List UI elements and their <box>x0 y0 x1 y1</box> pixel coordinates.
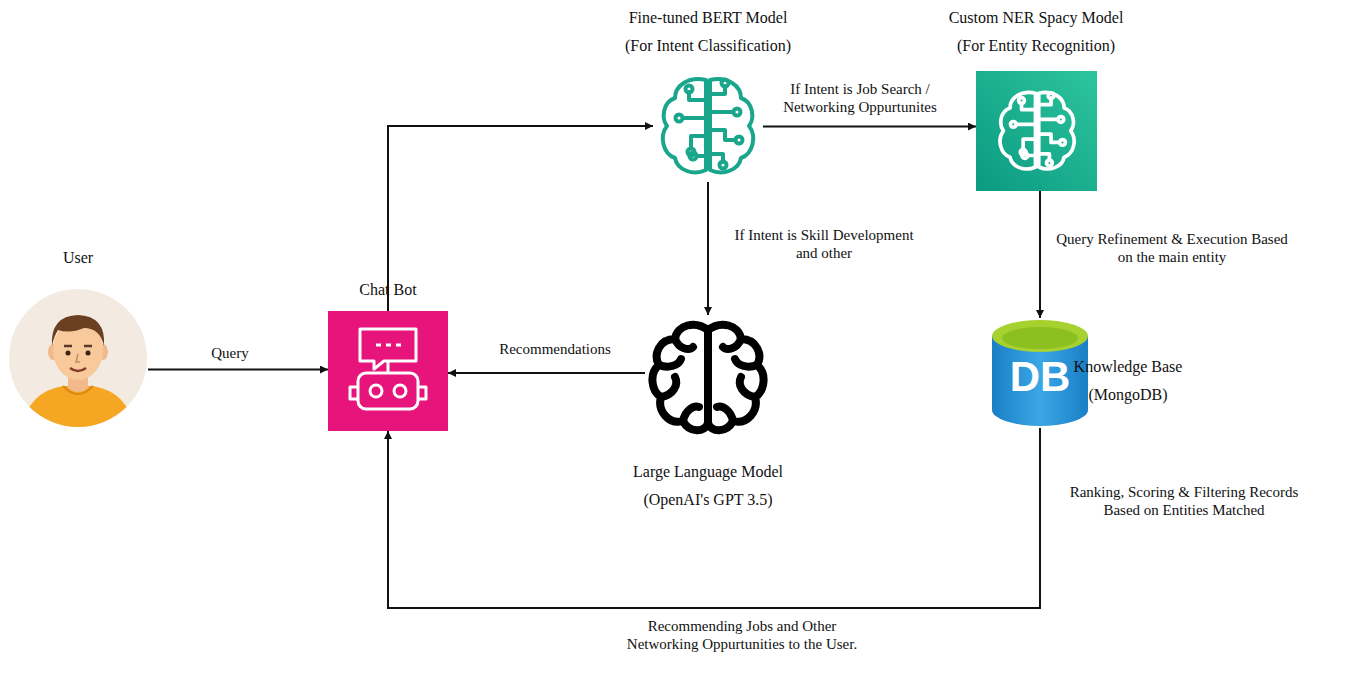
node-label: Chat Bot <box>359 280 416 300</box>
brain-circuit-icon <box>653 70 763 182</box>
flow-arrow <box>1039 191 1041 318</box>
edge-label: Recommendations <box>478 340 632 358</box>
edge-label: If Intent is Job Search / Networking Opp… <box>767 80 953 116</box>
node-label: User <box>63 248 93 268</box>
flow-arrow <box>388 126 653 311</box>
flow-arrow <box>707 182 709 315</box>
edge-label: If Intent is Skill Development and other <box>722 226 926 262</box>
node-heading: Large Language Model <box>633 462 783 482</box>
edge-label: Query <box>188 344 272 362</box>
ner-model-icon <box>976 71 1097 191</box>
db-mark: DB <box>1010 354 1071 400</box>
node-subheading: (MongoDB) <box>1088 385 1167 405</box>
chatbot-icon <box>328 311 448 431</box>
annotation-label: Ranking, Scoring & Filtering Records Bas… <box>1051 483 1317 519</box>
chatbot-node: Chat Bot <box>328 311 448 431</box>
model-node: Custom NER Spacy Model(For Entity Recogn… <box>976 71 1097 191</box>
node-heading: Knowledge Base <box>1074 357 1183 377</box>
user-node: User <box>8 288 148 428</box>
user-avatar <box>8 288 148 428</box>
node-heading: Custom NER Spacy Model <box>949 8 1124 28</box>
node-subheading: (OpenAI's GPT 3.5) <box>643 490 772 510</box>
node-subheading: (For Entity Recognition) <box>957 36 1115 56</box>
node-heading: Fine-tuned BERT Model <box>629 8 788 28</box>
edge-label: Recommending Jobs and Other Networking O… <box>615 617 869 653</box>
flow-arrow <box>763 126 976 128</box>
model-node: Large Language Model(OpenAI's GPT 3.5) <box>645 315 771 441</box>
edge-label: Query Refinement & Execution Based on th… <box>1054 230 1290 266</box>
flow-arrow <box>388 428 1040 608</box>
flow-arrow <box>448 372 645 374</box>
database-node: DBKnowledge Base(MongoDB) <box>990 318 1090 428</box>
llm-brain-icon <box>645 315 771 441</box>
flow-arrow <box>148 369 328 371</box>
node-subheading: (For Intent Classification) <box>625 36 791 56</box>
model-node: Fine-tuned BERT Model(For Intent Classif… <box>653 70 763 182</box>
